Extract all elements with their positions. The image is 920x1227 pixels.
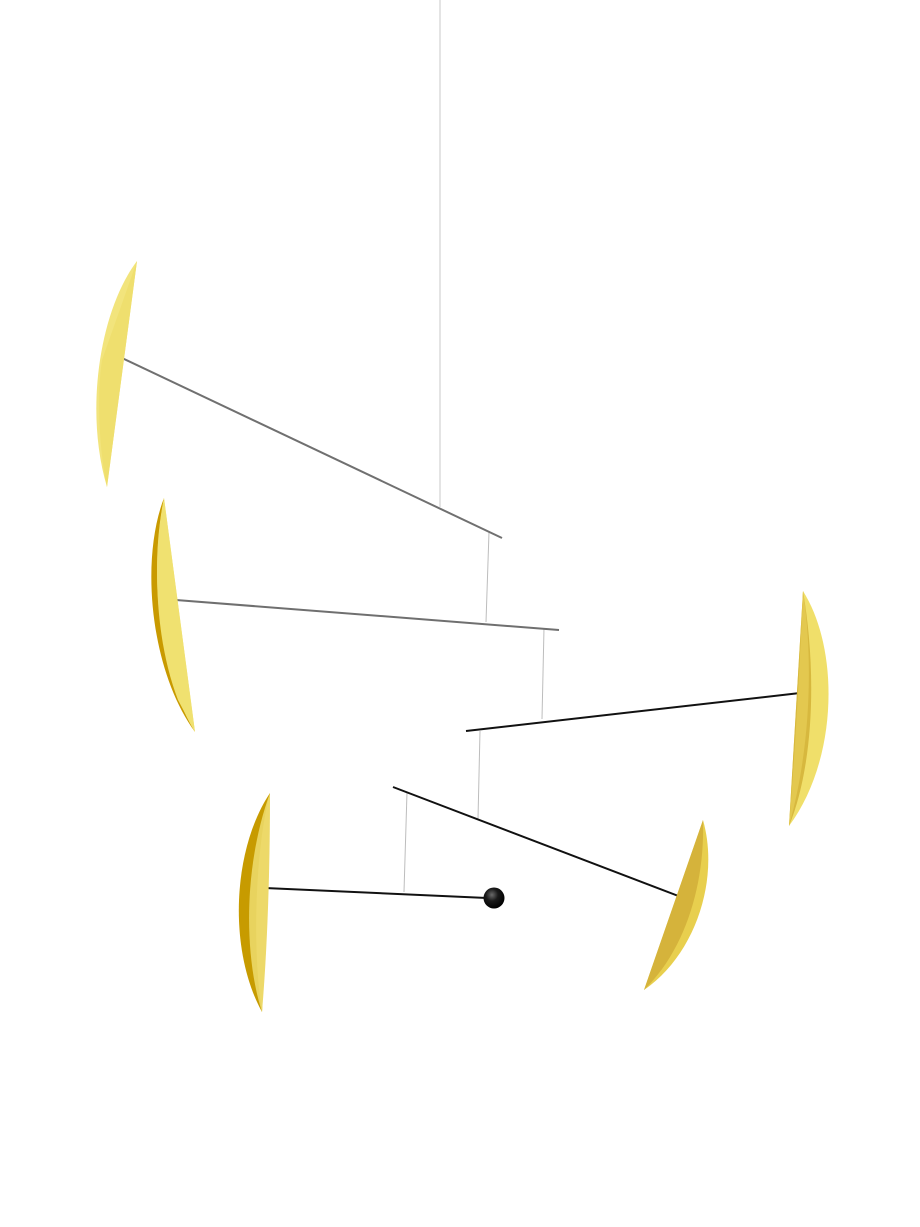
leaf-top-left: [96, 261, 137, 487]
leaf-lower-right: [644, 820, 709, 990]
rod-top: [121, 357, 503, 539]
rod-second: [175, 599, 560, 631]
thread-rod2-rod3: [541, 627, 545, 720]
thread-rod3-rod4: [477, 730, 481, 820]
thread-rod1-rod2: [485, 531, 490, 623]
rod-bottom: [264, 887, 488, 899]
rod-third: [465, 692, 801, 732]
leaf-bottom-left: [238, 793, 270, 1012]
rod-fourth: [392, 786, 682, 898]
leaf-right: [789, 591, 829, 826]
thread-rod4-rod5: [403, 791, 408, 893]
counterweight-ball: [483, 887, 505, 909]
leaf-second-left: [151, 498, 195, 732]
